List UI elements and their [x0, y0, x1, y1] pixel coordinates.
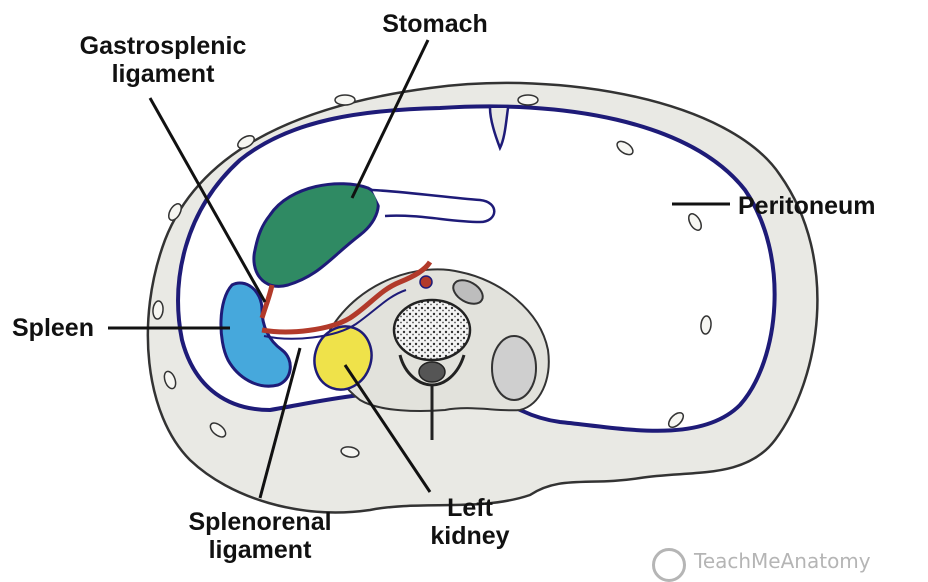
watermark-text: TeachMeAnatomy [694, 549, 871, 573]
label-gastrosplenic-line1: Gastrosplenic [58, 32, 268, 60]
label-spleen: Spleen [12, 314, 94, 342]
label-gastrosplenic-ligament: Gastrosplenic ligament [58, 32, 268, 88]
label-stomach: Stomach [365, 10, 505, 38]
label-stomach-text: Stomach [382, 10, 488, 38]
right-kidney [492, 336, 536, 400]
aorta-vessel [420, 276, 432, 288]
label-left-kidney-line1: Left [405, 494, 535, 522]
label-peritoneum-text: Peritoneum [738, 192, 876, 220]
label-left-kidney-line2: kidney [405, 522, 535, 550]
label-splenorenal-line1: Splenorenal [160, 508, 360, 536]
label-spleen-text: Spleen [12, 314, 94, 342]
label-gastrosplenic-line2: ligament [58, 60, 268, 88]
watermark: TeachMeAnatomy [652, 548, 871, 582]
copyright-icon [652, 548, 686, 582]
label-peritoneum: Peritoneum [738, 192, 876, 220]
vertebral-body [394, 300, 470, 360]
label-splenorenal-line2: ligament [160, 536, 360, 564]
label-left-kidney: Left kidney [405, 494, 535, 550]
spinal-canal [419, 362, 445, 382]
label-splenorenal-ligament: Splenorenal ligament [160, 508, 360, 564]
